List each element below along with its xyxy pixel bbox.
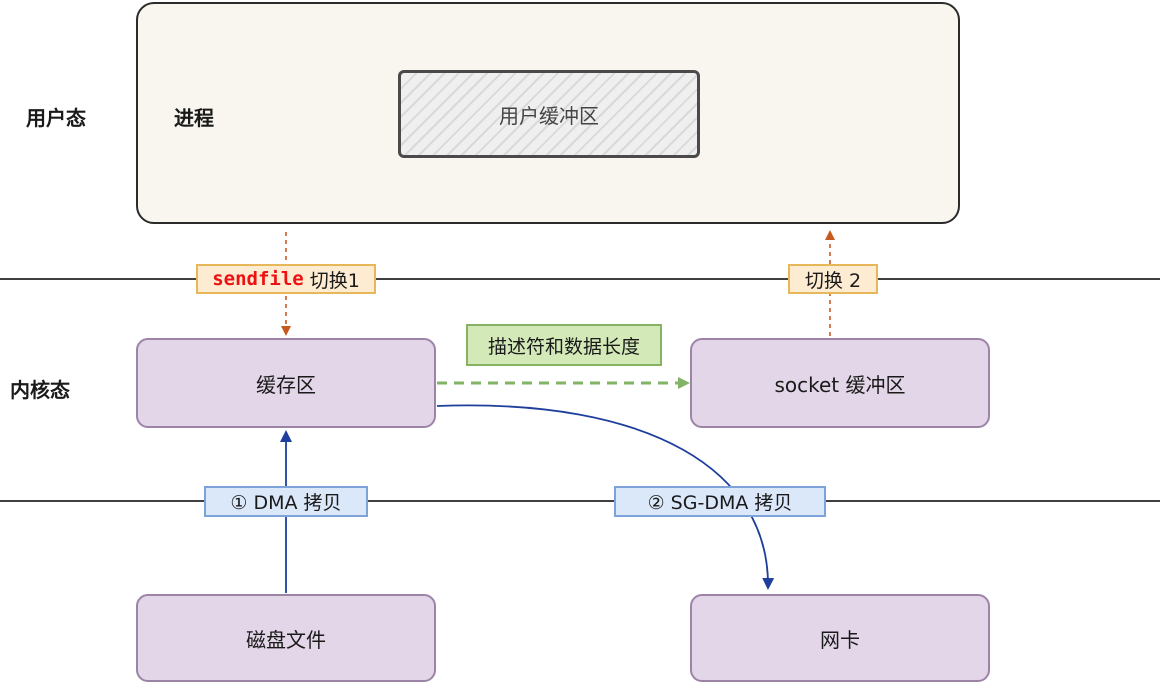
dma-copy-tag: ① DMA 拷贝 [204,486,368,517]
switch1-label: 切换1 [309,269,360,292]
sg-dma-copy-tag: ② SG-DMA 拷贝 [614,486,826,517]
user-mode-label: 用户态 [26,106,86,130]
kernel-mode-label: 内核态 [10,378,70,402]
user-buffer-box: 用户缓冲区 [398,70,700,158]
sg-dma-copy-arrow [436,404,775,590]
sendfile-keyword: sendfile [212,268,304,290]
disk-file-box: 磁盘文件 [136,594,436,682]
switch2-tag: 切换 2 [788,264,878,294]
descriptor-tag: 描述符和数据长度 [466,324,662,366]
process-label: 进程 [174,106,214,130]
nic-box: 网卡 [690,594,990,682]
socket-buffer-box: socket 缓冲区 [690,338,990,428]
sendfile-switch-tag: sendfile 切换1 [196,264,376,294]
page-cache-box: 缓存区 [136,338,436,428]
